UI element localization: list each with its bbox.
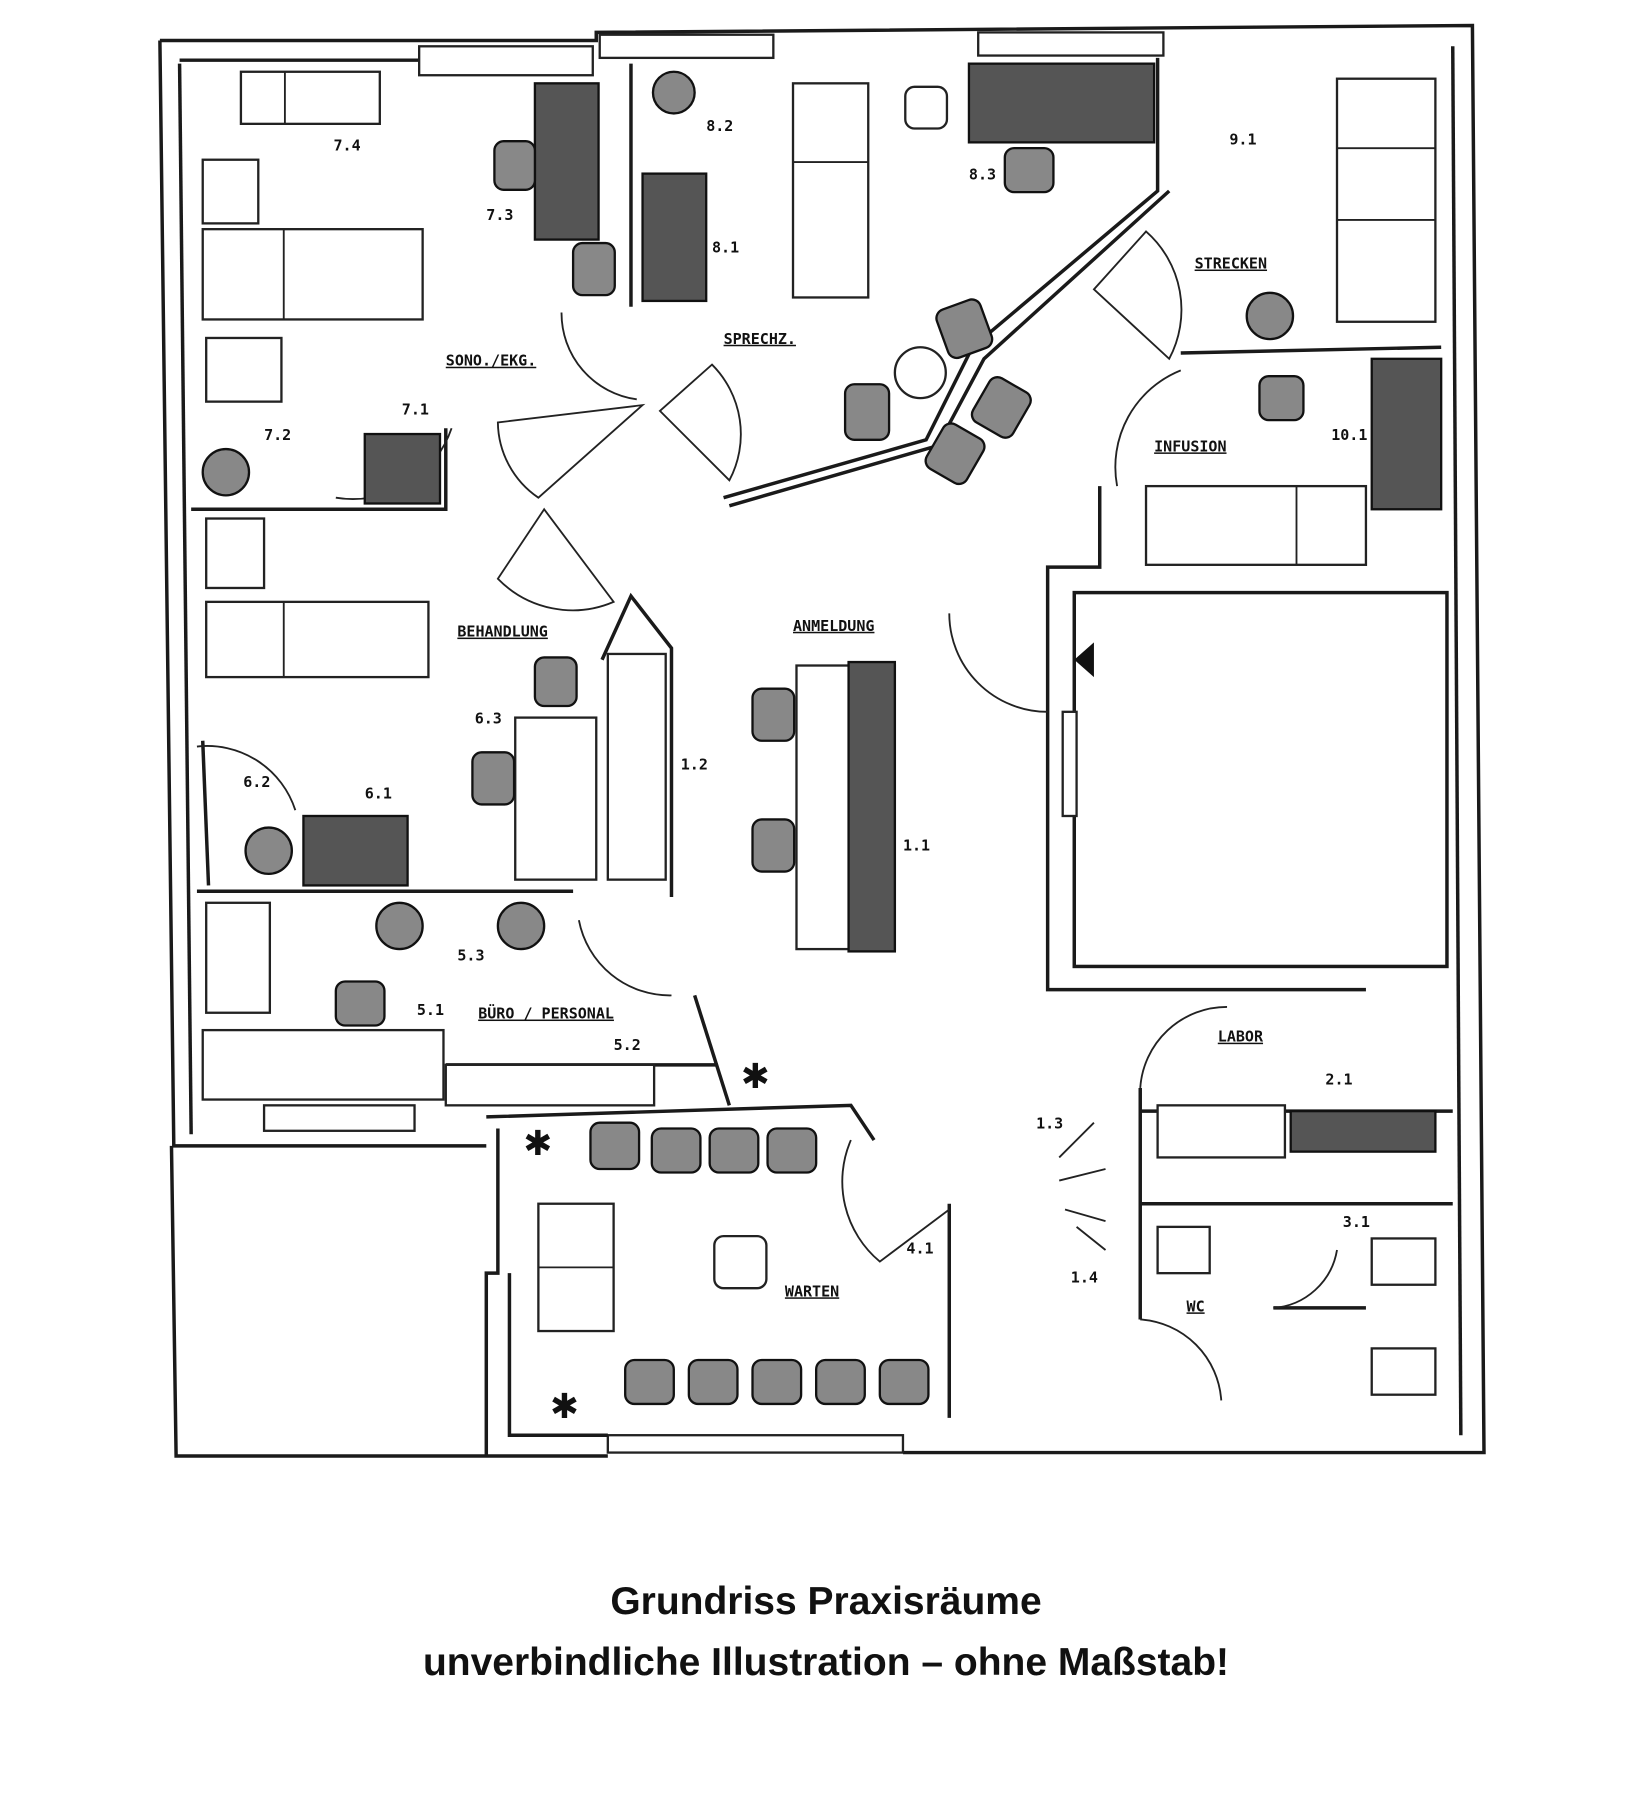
room-label-anmeldung: ANMELDUNG	[793, 617, 874, 635]
item-number: 4.1	[906, 1239, 933, 1257]
room-label-buero-personal: BÜRO / PERSONAL	[478, 1004, 614, 1023]
item-number: 3.1	[1343, 1213, 1370, 1231]
caption-subtitle: unverbindliche Illustration – ohne Maßst…	[422, 1641, 1230, 1684]
item-number: 7.3	[486, 206, 513, 224]
item-number: 5.2	[614, 1036, 641, 1054]
item-number: 7.2	[264, 426, 291, 444]
room-label-behandlung: BEHANDLUNG	[457, 623, 548, 641]
svg-text:✱: ✱	[523, 1125, 552, 1163]
item-number: 5.1	[417, 1001, 444, 1019]
svg-text:✱: ✱	[741, 1058, 770, 1096]
item-number: 8.2	[706, 117, 733, 135]
item-numbers: 7.1 7.2 7.3 7.4 8.1 8.2 8.3 9.1 10.1 6.1…	[243, 117, 1370, 1287]
item-number: 1.1	[903, 837, 930, 855]
room-label-warten: WARTEN	[785, 1282, 839, 1300]
item-number: 1.3	[1036, 1114, 1063, 1132]
item-number: 7.4	[334, 136, 361, 154]
outer-walls	[158, 23, 1486, 1458]
room-label-labor: LABOR	[1218, 1028, 1264, 1046]
chairs: ✱ ✱ ✱	[201, 70, 1305, 1426]
room-labels: SONO./EKG. SPRECHZ. STRECKEN INFUSION BE…	[446, 255, 1267, 1316]
item-number: 9.1	[1229, 131, 1256, 149]
item-number: 1.4	[1071, 1268, 1098, 1286]
item-number: 6.2	[243, 773, 270, 791]
item-number: 8.3	[969, 165, 996, 183]
svg-text:✱: ✱	[550, 1388, 579, 1426]
furniture	[201, 62, 1443, 1396]
room-label-sono-ekg: SONO./EKG.	[446, 352, 536, 370]
room-label-strecken: STRECKEN	[1195, 255, 1267, 273]
item-number: 8.1	[712, 238, 739, 256]
item-number: 5.3	[457, 947, 484, 965]
item-number: 7.1	[402, 400, 429, 418]
doors	[196, 230, 1338, 1401]
item-number: 2.1	[1325, 1071, 1352, 1089]
room-label-sprechz: SPRECHZ.	[724, 330, 796, 348]
caption-title: Grundriss Praxisräume	[610, 1580, 1042, 1623]
item-number: 6.3	[475, 709, 502, 727]
room-label-wc: WC	[1187, 1297, 1205, 1315]
item-number: 6.1	[365, 785, 392, 803]
item-number: 10.1	[1331, 426, 1367, 444]
room-label-infusion: INFUSION	[1154, 437, 1226, 455]
item-number: 1.2	[681, 756, 708, 774]
